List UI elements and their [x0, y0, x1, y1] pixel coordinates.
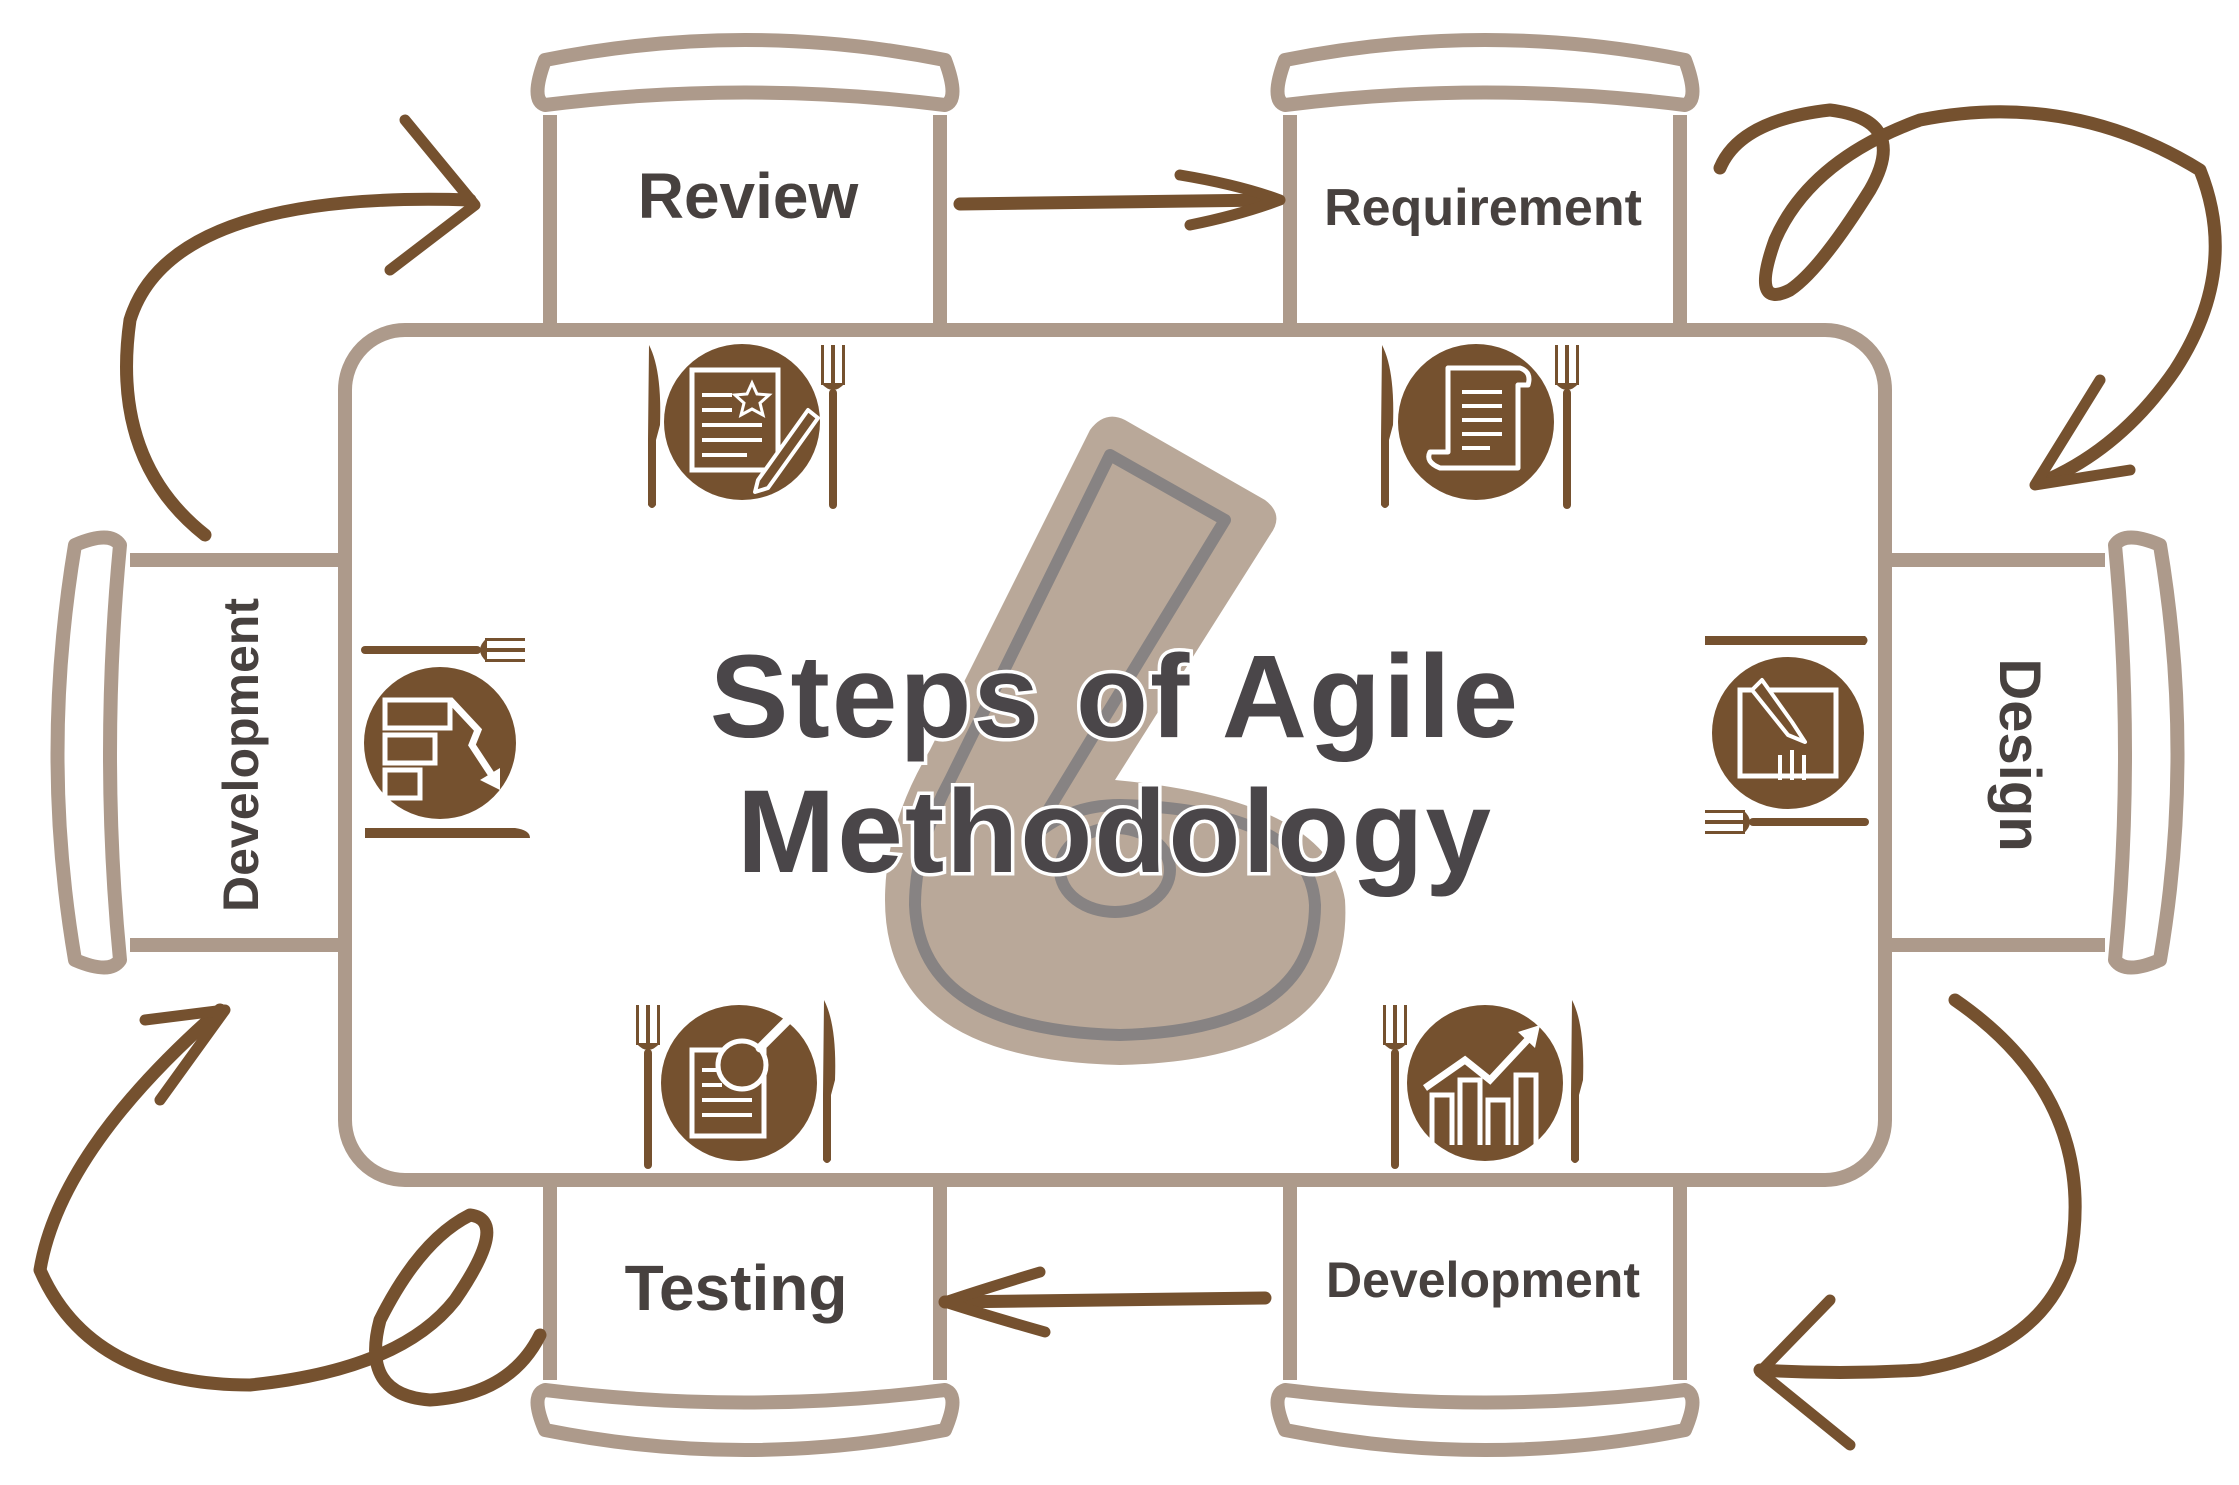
place-setting-development-bottom [1383, 1000, 1584, 1169]
chair-top-right [1270, 33, 1700, 325]
step-label-requirement: Requirement [1324, 179, 1642, 237]
step-label-testing: Testing [625, 1252, 848, 1324]
chair-right [1890, 530, 2185, 975]
arrow-testing-to-development-left [33, 1003, 547, 1407]
step-label-design: Design [1987, 658, 2052, 851]
chair-top-left [530, 33, 960, 325]
big-number-six [885, 416, 1346, 1066]
title-line-1: Steps of Agile [710, 631, 1520, 763]
arrow-review-to-requirement [953, 193, 1282, 211]
chair-bottom-left [530, 1180, 960, 1457]
title-line-2: Methodology [737, 766, 1493, 898]
place-setting-development-left [361, 638, 530, 838]
arrow-requirement-to-design [1713, 103, 2222, 490]
bar-chart-trend-icon [1407, 1005, 1563, 1161]
place-setting-testing [636, 1000, 836, 1169]
step-label-development-bottom: Development [1326, 1252, 1640, 1308]
scroll-document-icon [1398, 344, 1554, 500]
arrow-development-to-review [120, 192, 477, 542]
document-star-pencil-icon [664, 344, 820, 500]
chair-left [50, 530, 345, 975]
sketch-board-pencil-icon [1712, 657, 1864, 809]
step-label-review: Review [638, 160, 859, 232]
flow-arrows [33, 103, 2222, 1451]
place-setting-requirement [1381, 344, 1579, 509]
place-setting-design [1705, 636, 1869, 834]
report-magnifier-icon [661, 1005, 817, 1161]
arrow-development-to-testing [938, 1291, 1272, 1309]
bars-down-arrow-icon [364, 667, 516, 819]
step-label-development-left: Development [213, 598, 269, 912]
place-setting-review [648, 344, 845, 509]
arrow-design-to-development [1753, 993, 2082, 1379]
chair-bottom-right [1270, 1180, 1700, 1457]
